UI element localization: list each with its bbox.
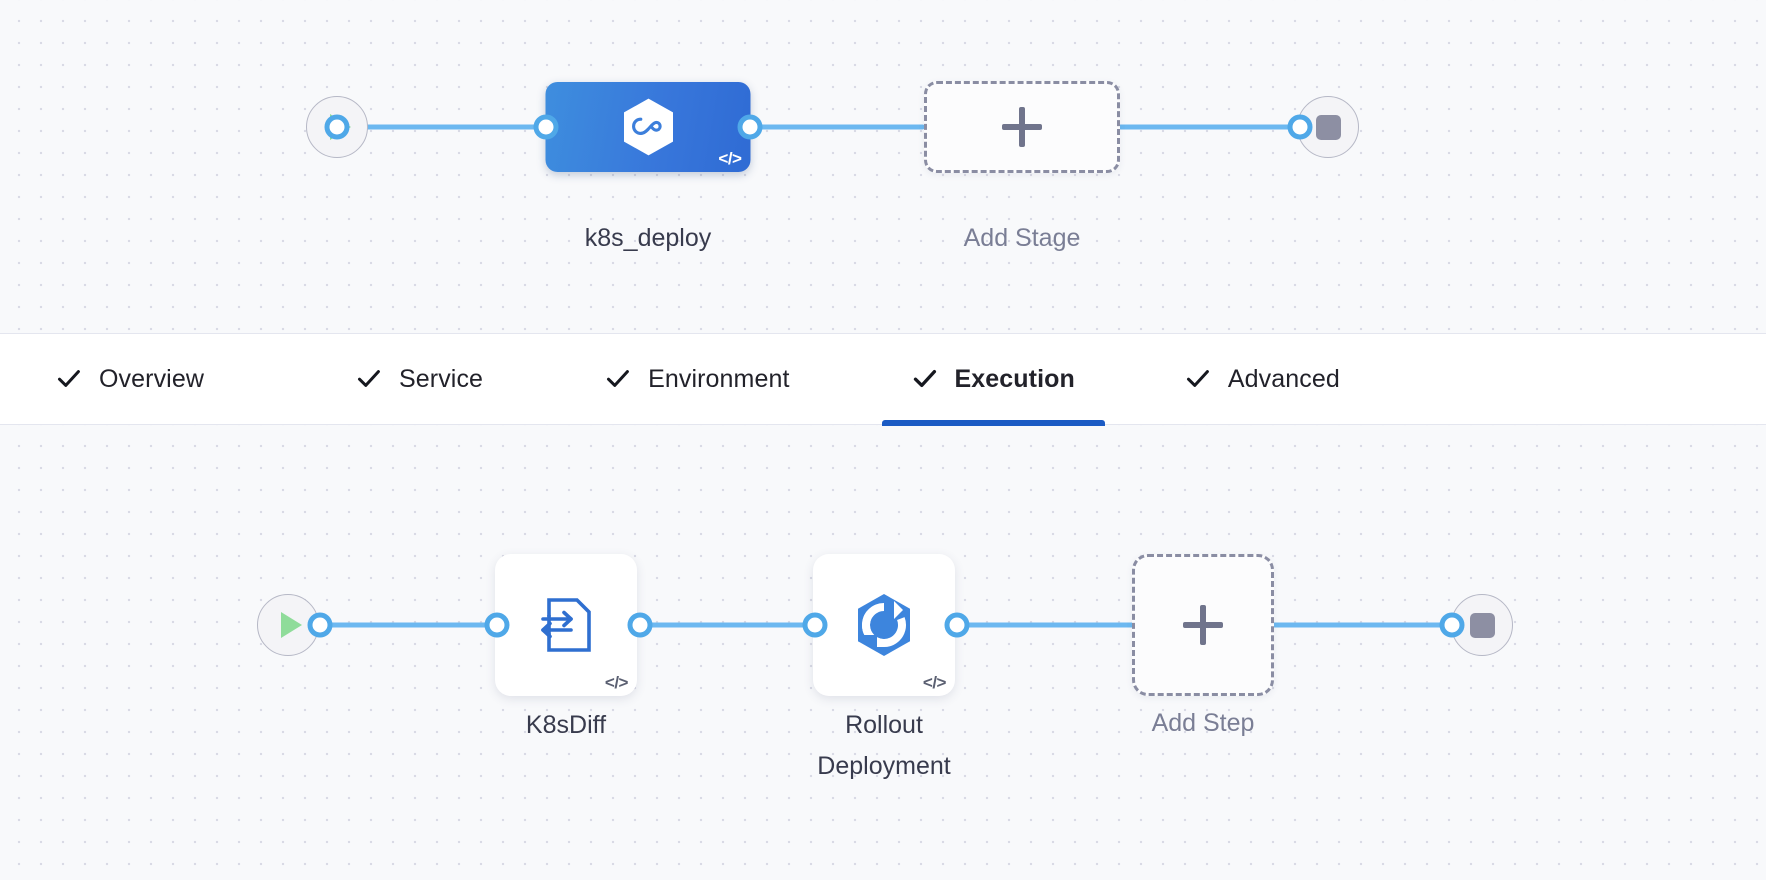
tab-execution[interactable]: Execution — [881, 333, 1105, 426]
tab-service[interactable]: Service — [326, 333, 513, 425]
tab-overview[interactable]: Overview — [26, 333, 234, 425]
step-end-port[interactable] — [1439, 612, 1465, 638]
code-badge-icon[interactable]: </> — [604, 673, 629, 692]
stage-node-k8s-deploy-label: k8s_deploy — [584, 224, 712, 252]
play-icon — [281, 612, 302, 638]
tab-advanced[interactable]: Advanced — [1155, 333, 1370, 425]
harness-cd-hexagon-icon — [623, 98, 673, 156]
check-icon — [358, 370, 380, 387]
edge-add-step-to-end — [1272, 622, 1462, 628]
stage-config-tabbar: Overview Service Environment Execution — [0, 333, 1766, 426]
step-rollout-input-port[interactable] — [802, 612, 828, 638]
stage-end-port[interactable] — [1287, 114, 1313, 140]
check-icon — [1186, 370, 1209, 387]
stage-k8s-deploy-output-port[interactable] — [737, 114, 763, 140]
execution-canvas[interactable]: </> K8sDiff </> Rollout Deployment — [0, 425, 1766, 880]
step-node-rollout-deployment[interactable]: </> — [813, 554, 955, 696]
plus-icon — [1002, 107, 1042, 147]
add-stage-button[interactable] — [924, 81, 1120, 173]
step-node-rollout-deployment-label: Rollout Deployment — [817, 711, 951, 780]
add-step-label: Add Step — [1151, 709, 1255, 737]
edge-rollout-to-add-step — [954, 622, 1134, 628]
edge-k8s-deploy-to-add-stage — [745, 124, 925, 130]
tab-overview-label: Overview — [99, 364, 204, 393]
step-rollout-output-port[interactable] — [944, 612, 970, 638]
stage-start-port[interactable] — [324, 114, 350, 140]
check-icon — [913, 369, 936, 388]
check-icon — [607, 370, 629, 387]
step-node-k8sdiff[interactable]: </> — [495, 554, 637, 696]
stage-node-k8s-deploy[interactable]: </> — [545, 82, 751, 172]
stage-k8s-deploy-input-port[interactable] — [533, 114, 559, 140]
edge-start-to-k8sdiff — [320, 622, 500, 628]
tab-environment[interactable]: Environment — [575, 333, 819, 425]
edge-start-to-k8s-deploy — [330, 124, 552, 130]
add-step-button[interactable] — [1132, 554, 1274, 696]
stage-end-node[interactable] — [1297, 96, 1359, 158]
step-node-k8sdiff-label: K8sDiff — [525, 711, 607, 739]
stage-canvas[interactable]: </> k8s_deploy Add Stage — [0, 0, 1766, 333]
edge-k8sdiff-to-rollout — [637, 622, 817, 628]
plus-icon — [1183, 605, 1223, 645]
step-start-port[interactable] — [307, 612, 333, 638]
code-badge-icon[interactable]: </> — [718, 149, 742, 168]
step-k8sdiff-output-port[interactable] — [627, 612, 653, 638]
step-k8sdiff-input-port[interactable] — [484, 612, 510, 638]
tab-advanced-label: Advanced — [1227, 364, 1340, 393]
check-icon — [58, 370, 80, 387]
add-stage-label: Add Stage — [963, 224, 1081, 252]
code-badge-icon[interactable]: </> — [922, 673, 947, 692]
stop-icon — [1469, 612, 1495, 638]
tab-environment-label: Environment — [648, 364, 790, 393]
stop-icon — [1315, 114, 1341, 140]
tab-execution-label: Execution — [954, 364, 1075, 393]
tab-active-indicator — [881, 420, 1105, 426]
file-diff-icon — [541, 598, 591, 652]
edge-add-stage-to-end — [1118, 124, 1318, 130]
tab-service-label: Service — [399, 364, 484, 393]
rollout-hexagon-icon — [858, 594, 910, 656]
